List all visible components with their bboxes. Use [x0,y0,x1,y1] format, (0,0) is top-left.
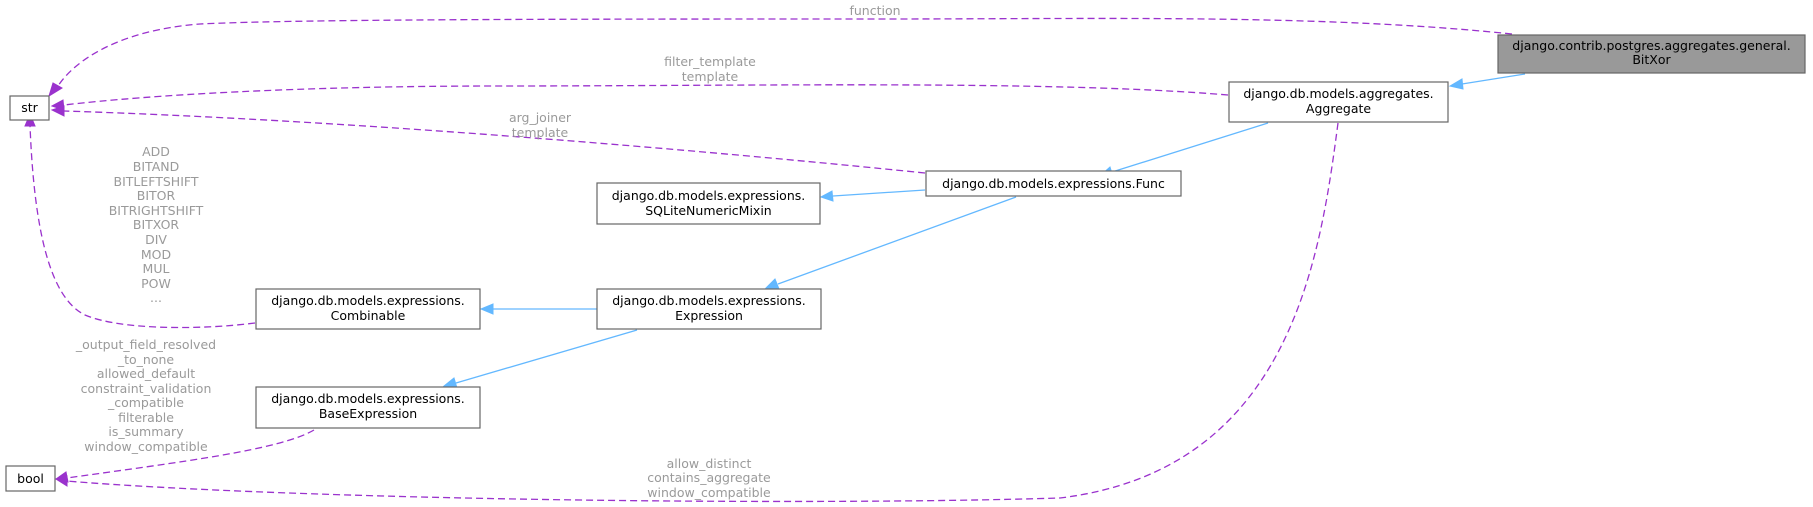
edge-label-combinable-str-line-6: BITXOR [133,217,180,232]
edge-label-aggregate-bool-line-3: window_compatible [647,485,771,500]
edge-bitxor-to-aggregate [1448,73,1526,90]
node-combinable-line-1: django.db.models.expressions. [271,293,465,308]
edge-label-base-expression-bool-line-8: window_compatible [84,439,208,454]
node-bool-label: bool [17,471,44,486]
edge-label-arg-joiner: arg_joiner template [509,110,572,140]
edge-label-combinable-str-line-10: POW [141,276,171,291]
node-sqlite-mixin-line-1: django.db.models.expressions. [612,188,806,203]
node-combinable-line-2: Combinable [331,308,406,323]
edge-label-filter-template-line-2: template [682,69,739,84]
edge-label-combinable-str: ADD BITAND BITLEFTSHIFT BITOR BITRIGHTSH… [109,144,204,305]
edge-label-filter-template-line-1: filter_template [664,54,756,69]
edge-label-arg-joiner-line-1: arg_joiner [509,110,572,125]
edge-func-to-str [50,105,926,174]
edge-label-base-expression-bool-line-2: _to_none [117,352,175,367]
edge-label-filter-template: filter_template template [664,54,756,84]
node-base-expression[interactable]: django.db.models.expressions. BaseExpres… [255,386,481,429]
edge-base-expression-to-bool [54,429,315,483]
edge-expression-to-combinable [479,303,597,315]
edge-label-combinable-str-line-4: BITOR [137,188,176,203]
edge-bitxor-to-str [48,17,1513,98]
edge-aggregate-to-str [50,84,1229,111]
node-base-expression-line-2: BaseExpression [319,406,417,421]
node-aggregate-line-1: django.db.models.aggregates. [1243,86,1433,101]
node-bool[interactable]: bool [5,465,56,492]
node-str[interactable]: str [9,95,50,121]
node-func-line-1: django.db.models.expressions.Func [942,176,1165,191]
node-bitxor-line-2: BitXor [1632,52,1671,67]
node-expression-line-1: django.db.models.expressions. [612,293,806,308]
edge-label-combinable-str-line-7: DIV [145,232,167,247]
edge-label-base-expression-bool-line-7: is_summary [108,424,184,439]
edge-label-base-expression-bool-line-5: _compatible [107,395,184,410]
node-sqlite-numeric-mixin[interactable]: django.db.models.expressions. SQLiteNume… [596,182,821,225]
node-combinable[interactable]: django.db.models.expressions. Combinable [255,288,481,330]
edge-label-aggregate-bool-line-1: allow_distinct [667,456,752,471]
node-expression[interactable]: django.db.models.expressions. Expression [596,288,822,330]
edge-label-base-expression-bool-line-6: filterable [118,410,174,425]
edge-label-function-line: function [849,3,900,18]
edge-label-combinable-str-line-1: ADD [142,144,170,159]
node-aggregate-line-2: Aggregate [1306,101,1371,116]
edge-label-base-expression-bool-line-3: allowed_default [97,366,195,381]
edge-label-aggregate-bool: allow_distinct contains_aggregate window… [647,456,771,500]
node-str-label: str [21,100,38,115]
edge-label-base-expression-bool-line-1: _output_field_resolved [75,337,216,352]
edge-aggregate-to-bool [54,122,1339,503]
node-bitxor-line-1: django.contrib.postgres.aggregates.gener… [1512,38,1790,53]
node-base-expression-line-1: django.db.models.expressions. [271,391,465,406]
edge-label-aggregate-bool-line-2: contains_aggregate [647,470,771,485]
edge-label-combinable-str-line-2: BITAND [133,159,179,174]
edge-aggregate-to-func [1098,122,1269,178]
edge-func-to-sqlite-mixin [819,189,926,202]
edge-label-combinable-str-line-11: ... [150,290,162,305]
edge-label-base-expression-bool-line-4: constraint_validation [81,381,212,396]
node-sqlite-mixin-line-2: SQLiteNumericMixin [645,203,771,218]
edge-label-arg-joiner-line-2: template [512,125,569,140]
edge-expression-to-base-expression [442,329,638,389]
edge-label-function: function [849,3,900,18]
edge-label-combinable-str-line-3: BITLEFTSHIFT [114,174,199,189]
edge-label-base-expression-bool: _output_field_resolved _to_none allowed_… [75,337,216,454]
edge-label-combinable-str-line-5: BITRIGHTSHIFT [109,203,204,218]
edge-label-combinable-str-line-9: MUL [143,261,170,276]
node-expression-line-2: Expression [675,308,743,323]
edge-label-combinable-str-line-8: MOD [141,247,171,262]
node-func[interactable]: django.db.models.expressions.Func [925,170,1182,197]
node-aggregate[interactable]: django.db.models.aggregates. Aggregate [1228,81,1449,123]
node-bitxor[interactable]: django.contrib.postgres.aggregates.gener… [1497,34,1806,74]
